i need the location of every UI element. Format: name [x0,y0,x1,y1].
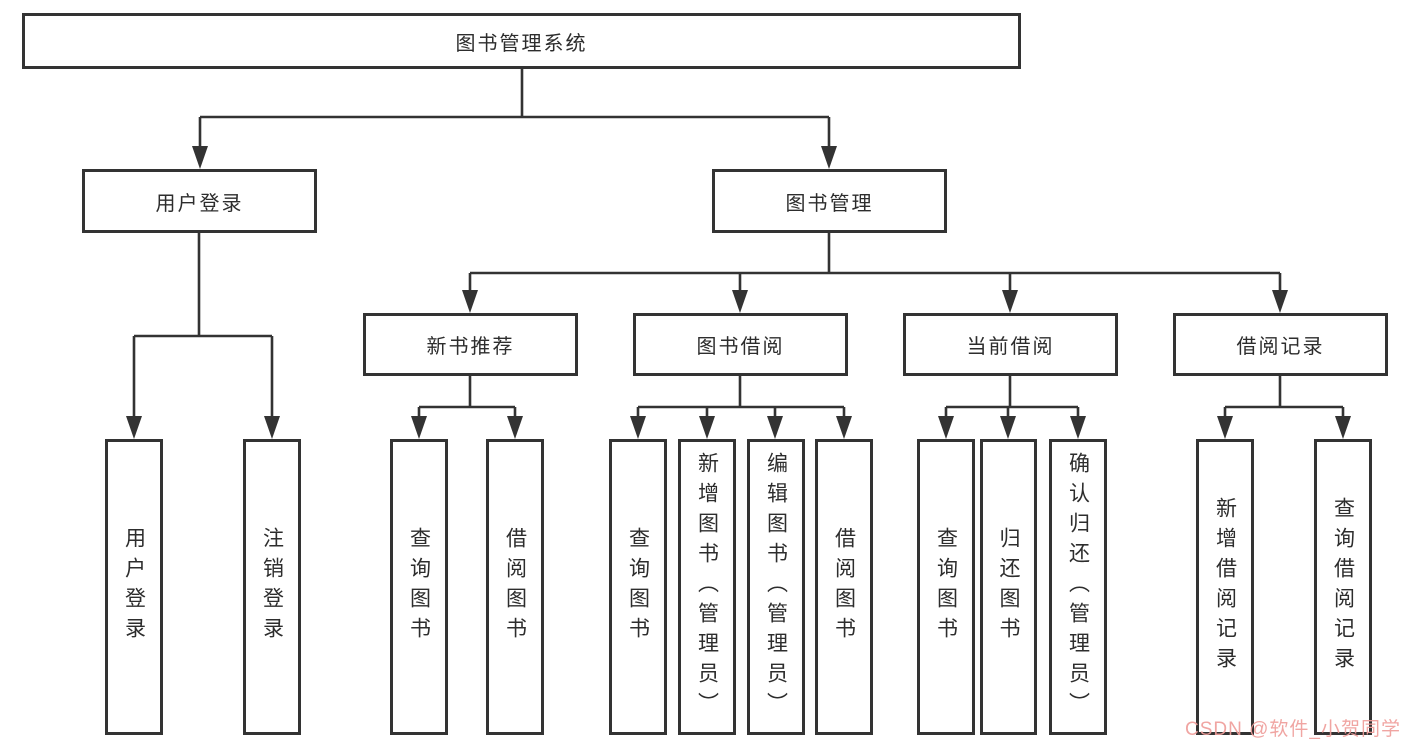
arrow-icon [1272,290,1288,313]
node-label: 图书管理 [785,192,874,215]
arrow-icon [732,290,748,313]
leaf-borrow-book: 借阅图书 [815,439,873,735]
leaf-return-book: 归还图书 [980,439,1037,735]
arrow-icon [507,416,523,439]
node-label: 归还图书 [997,527,1020,647]
leaf-borrow-book-recommend: 借阅图书 [486,439,544,735]
node-label: 查询借阅记录 [1331,497,1355,677]
node-borrow-record: 借阅记录 [1173,313,1388,376]
leaf-add-borrow-record: 新增借阅记录 [1196,439,1254,735]
arrow-icon [126,416,142,439]
node-label: 新书推荐 [426,336,515,358]
arrow-icon [411,416,427,439]
arrow-icon [1217,416,1233,439]
node-label: 查询图书 [626,527,650,647]
arrow-icon [821,146,837,169]
arrow-icon [767,416,783,439]
node-user-login: 用户登录 [82,169,317,233]
arrow-icon [630,416,646,439]
arrow-icon [836,416,852,439]
leaf-query-book-recommend: 查询图书 [390,439,448,735]
leaf-query-book: 查询图书 [609,439,667,735]
arrow-icon [192,146,208,169]
leaf-user-login: 用户登录 [105,439,163,735]
leaf-logout: 注销登录 [243,439,301,735]
node-label: 新增图书（管理员） [695,452,719,722]
node-book-management: 图书管理 [712,169,947,233]
node-label: 借阅记录 [1236,336,1325,358]
node-label: 新增借阅记录 [1213,497,1237,677]
arrow-icon [699,416,715,439]
node-new-book-recommend: 新书推荐 [363,313,578,376]
node-label: 图书借阅 [696,336,785,358]
arrow-icon [462,290,478,313]
leaf-edit-book-admin: 编辑图书（管理员） [747,439,805,735]
leaf-confirm-return-admin: 确认归还（管理员） [1049,439,1107,735]
node-label: 图书管理系统 [455,32,588,55]
node-root-system: 图书管理系统 [22,13,1021,69]
node-label: 查询图书 [407,527,431,647]
node-label: 编辑图书（管理员） [764,452,788,722]
arrow-icon [1002,290,1018,313]
arrow-icon [1335,416,1351,439]
node-label: 借阅图书 [503,527,527,647]
node-label: 用户登录 [155,192,244,215]
node-label: 确认归还（管理员） [1066,452,1090,722]
leaf-query-current-borrow: 查询图书 [917,439,975,735]
leaf-add-book-admin: 新增图书（管理员） [678,439,736,735]
arrow-icon [1070,416,1086,439]
node-current-borrow: 当前借阅 [903,313,1118,376]
node-label: 注销登录 [260,527,284,647]
node-book-borrow: 图书借阅 [633,313,848,376]
node-label: 用户登录 [122,527,146,647]
node-label: 查询图书 [934,527,958,647]
csdn-watermark: CSDN @软件_小贺同学 [1185,719,1401,740]
arrow-icon [1000,416,1016,439]
leaf-query-borrow-record: 查询借阅记录 [1314,439,1372,735]
node-label: 借阅图书 [832,527,856,647]
node-label: 当前借阅 [966,336,1055,358]
arrow-icon [938,416,954,439]
arrow-icon [264,416,280,439]
